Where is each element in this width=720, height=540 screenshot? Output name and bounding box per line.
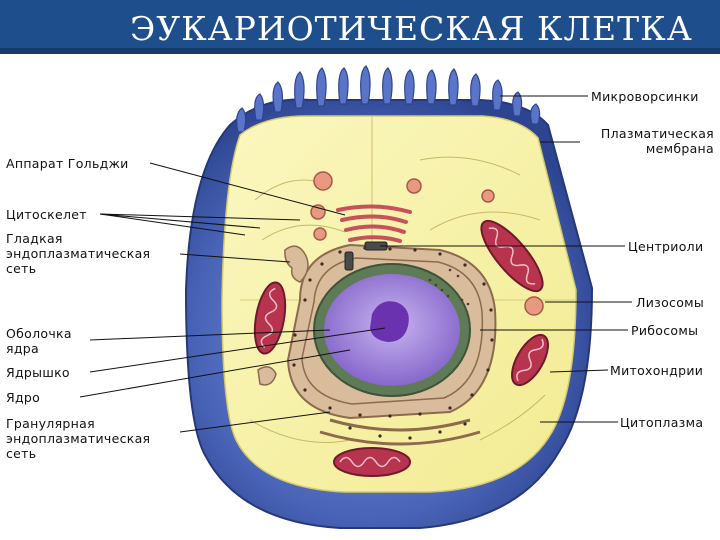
label-cytoskeleton: Цитоскелет — [6, 207, 87, 222]
label-smooth-er: Гладкая эндоплазматическая сеть — [6, 231, 150, 276]
mitochondrion — [334, 448, 410, 476]
title-bar: ЭУКАРИОТИЧЕСКАЯ КЛЕТКА — [0, 0, 720, 54]
slide-title: ЭУКАРИОТИЧЕСКАЯ КЛЕТКА — [130, 9, 693, 48]
label-golgi: Аппарат Гольджи — [6, 156, 129, 171]
label-centrioles: Центриоли — [628, 239, 703, 254]
label-microvilli: Микроворсинки — [591, 89, 699, 104]
label-lysosomes: Лизосомы — [636, 295, 704, 310]
label-nucleus: Ядро — [6, 390, 40, 405]
label-nucleolus: Ядрышко — [6, 365, 70, 380]
label-mitochondria: Митохондрии — [610, 363, 703, 378]
label-ribosomes: Рибосомы — [631, 323, 698, 338]
label-cytoplasm: Цитоплазма — [620, 415, 703, 430]
label-rough-er: Гранулярная эндоплазматическая сеть — [6, 416, 150, 461]
label-plasma-membrane: Плазматическая мембрана — [582, 126, 714, 156]
label-nuclear-envelope: Оболочка ядра — [6, 326, 72, 356]
